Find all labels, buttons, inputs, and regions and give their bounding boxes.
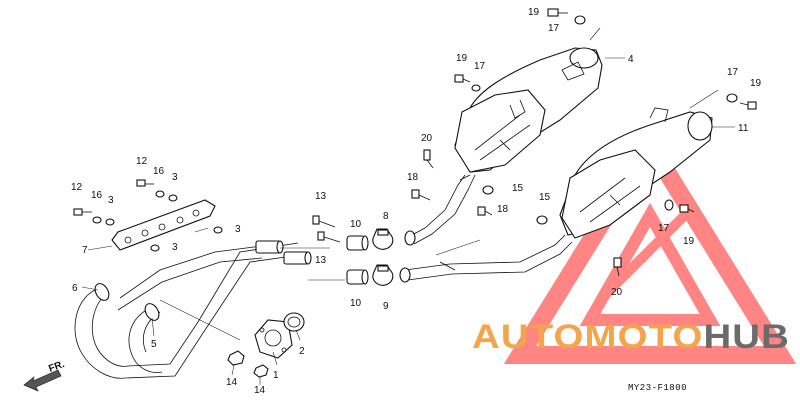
callout-18: 18: [407, 172, 419, 183]
exhaust-flange: [254, 319, 293, 359]
drawing-code: MY23-F1800: [628, 383, 687, 393]
callout-13: 13: [315, 255, 327, 266]
bolt-19c: [739, 101, 757, 110]
callout-1: 1: [273, 370, 279, 381]
muffler-upper: [404, 47, 603, 246]
front-direction-label: FR.: [47, 359, 66, 375]
callout-labels: 1 2 3 3 3 3 4 5 6 7 8 9 10 10 11 12 12 1…: [71, 7, 762, 396]
bolt-20a: [423, 149, 434, 169]
callout-17: 17: [658, 223, 670, 234]
callout-10: 10: [350, 219, 362, 230]
watermark-triangle-outer: [503, 127, 797, 364]
callout-20: 20: [611, 287, 623, 298]
washer-16b: [155, 190, 165, 198]
joint-pipe-10b: [346, 269, 369, 285]
washer-15b: [536, 215, 548, 225]
callout-20: 20: [421, 133, 433, 144]
bolt-20b: [613, 257, 622, 277]
callout-16: 16: [153, 166, 165, 177]
clamp-9: [372, 264, 394, 286]
callout-15: 15: [512, 183, 524, 194]
gasket-inner: [287, 316, 301, 328]
bolt-19a: [547, 8, 568, 17]
callout-19: 19: [528, 7, 540, 18]
bolt-12a: [73, 208, 92, 216]
callout-16: 16: [91, 190, 103, 201]
grommet-3d: [150, 244, 160, 252]
callout-2: 2: [299, 346, 305, 357]
washer-17d: [664, 199, 674, 211]
watermark-triangle-inner: [579, 202, 721, 326]
washer-16a: [92, 216, 102, 224]
callout-5: 5: [151, 339, 157, 350]
callout-13: 13: [315, 191, 327, 202]
washer-17c: [726, 93, 738, 103]
muffler-lower: [399, 107, 713, 283]
heat-shield: [111, 199, 216, 251]
nut-14b: [253, 364, 269, 378]
exhaust-gasket: [283, 312, 305, 332]
callout-18: 18: [497, 204, 509, 215]
watermark-brand-part2: HUB: [703, 318, 790, 356]
nut-14a: [227, 350, 245, 366]
callout-8: 8: [383, 211, 389, 222]
callout-14: 14: [254, 385, 266, 396]
grommet-3b: [168, 194, 178, 202]
grommet-3a: [105, 218, 115, 226]
bolt-13b: [317, 231, 341, 243]
callout-10: 10: [350, 298, 362, 309]
leader-lines: [81, 27, 735, 385]
callout-19: 19: [750, 78, 762, 89]
callout-11: 11: [738, 123, 749, 134]
clamp-8: [372, 228, 394, 250]
bolt-12b: [136, 179, 154, 187]
front-direction-arrow: FR.: [23, 359, 66, 392]
washer-15a: [482, 185, 494, 195]
washer-17a: [574, 15, 586, 25]
callout-12: 12: [136, 156, 148, 167]
callout-17: 17: [548, 23, 560, 34]
callout-7: 7: [82, 245, 88, 256]
callout-17: 17: [727, 67, 739, 78]
callout-15: 15: [539, 192, 551, 203]
callout-3: 3: [108, 195, 114, 206]
callout-12: 12: [71, 182, 83, 193]
joint-pipe-10a: [346, 235, 369, 251]
watermark-triangle-stroke: [596, 206, 694, 304]
callout-3: 3: [172, 242, 178, 253]
callout-17: 17: [474, 61, 486, 72]
bolt-19d: [679, 204, 695, 213]
callout-19: 19: [456, 53, 468, 64]
callout-14: 14: [226, 377, 238, 388]
callout-3: 3: [172, 172, 178, 183]
callout-4: 4: [628, 54, 634, 65]
callout-3: 3: [235, 224, 241, 235]
watermark-brand-part1: AUTOMOTO: [472, 318, 703, 356]
washer-17b: [471, 84, 481, 92]
callout-19: 19: [683, 236, 695, 247]
bolt-18a: [411, 189, 431, 201]
bolt-13a: [312, 215, 336, 228]
callout-9: 9: [383, 301, 389, 312]
exhaust-pipe-front: [74, 240, 312, 379]
bolt-18b: [477, 206, 493, 216]
callout-6: 6: [72, 283, 78, 294]
bolt-19b: [454, 74, 471, 83]
grommet-3c: [213, 226, 223, 234]
